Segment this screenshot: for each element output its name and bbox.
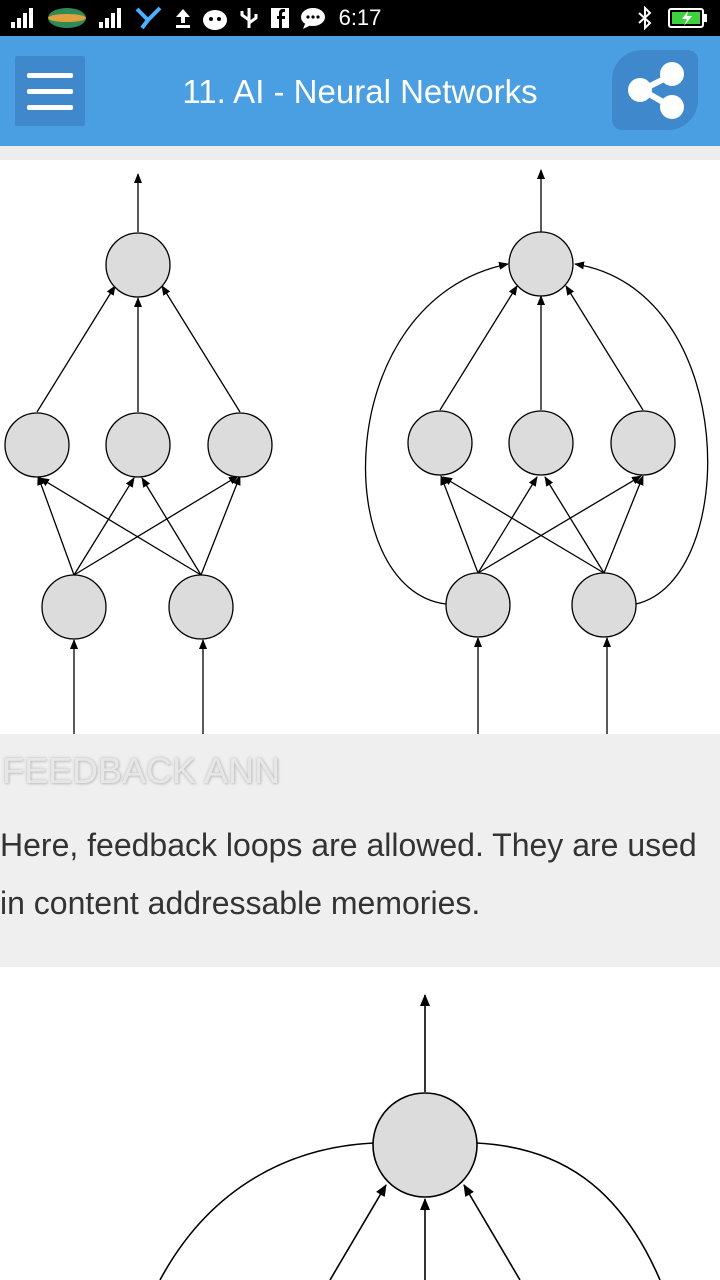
hamburger-menu-icon [27, 73, 73, 78]
network-diagram-image [0, 160, 720, 734]
section-body-text: Here, feedback loops are allowed. They a… [0, 827, 697, 921]
network-share-icon [135, 6, 162, 30]
hamburger-menu-icon [27, 105, 73, 110]
section-heading: FEEDBACK ANN [2, 750, 281, 791]
carrier-logo-icon [48, 8, 86, 28]
usb-icon [240, 8, 258, 28]
battery-charging-icon [668, 8, 707, 28]
app-bar: 11. AI - Neural Networks [0, 36, 720, 146]
network-diagram-image-2 [0, 967, 720, 1280]
status-time: 6:17 [338, 5, 382, 30]
bluetooth-icon [638, 6, 652, 30]
hamburger-menu-icon [27, 89, 73, 94]
chat-icon [301, 8, 325, 29]
status-right-icons [636, 6, 708, 30]
facebook-icon [271, 8, 289, 28]
neural-network-diagram-2 [159, 994, 661, 1280]
feedback-ann-section: FEEDBACK ANN Here, feedback loops are al… [0, 734, 720, 967]
content-top-spacer [0, 146, 720, 160]
neural-network-diagram [4, 169, 709, 734]
signal-icon [11, 8, 33, 28]
status-bar: 6:17 [0, 0, 720, 36]
share-icon [628, 62, 684, 119]
menu-button[interactable] [15, 56, 85, 126]
upload-icon [176, 9, 190, 28]
page-title: 11. AI - Neural Networks [182, 73, 538, 110]
status-left-icons [10, 6, 326, 30]
share-button[interactable] [612, 50, 698, 130]
android-icon [203, 10, 227, 30]
signal-icon [99, 8, 121, 28]
